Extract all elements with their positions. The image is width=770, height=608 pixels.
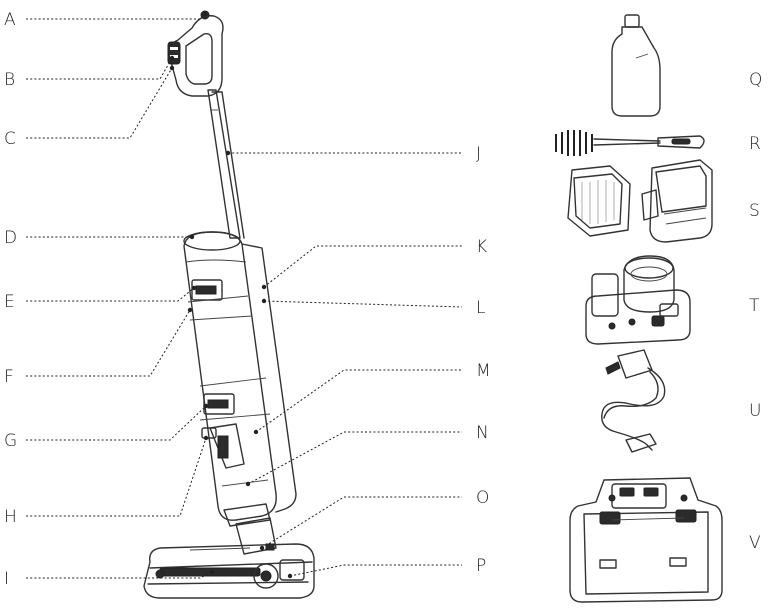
label-g: G <box>4 431 17 451</box>
cleaning-solution-bottle <box>612 15 660 116</box>
vacuum-mop-unit <box>144 11 314 598</box>
label-p: P <box>476 556 486 576</box>
label-r: R <box>749 134 761 154</box>
cleaning-brush <box>556 130 704 156</box>
main-body <box>184 232 296 526</box>
label-f: F <box>4 367 14 387</box>
label-i: I <box>4 569 9 589</box>
label-m: M <box>476 361 491 381</box>
label-o: O <box>476 488 489 508</box>
power-adapter <box>602 350 665 452</box>
label-h: H <box>4 507 17 527</box>
label-s: S <box>749 201 760 221</box>
label-c: C <box>4 129 16 149</box>
leader-lines <box>26 12 462 578</box>
floor-head <box>144 518 314 598</box>
label-l: L <box>476 298 485 318</box>
label-k: K <box>476 237 487 257</box>
mop-tray <box>570 478 722 602</box>
filter-set <box>568 160 712 242</box>
label-v: V <box>749 533 761 553</box>
label-e: E <box>4 292 15 312</box>
label-t: T <box>749 296 760 316</box>
pole <box>208 90 244 238</box>
label-n: N <box>476 423 489 443</box>
label-j: J <box>476 144 481 164</box>
handle <box>168 11 223 96</box>
label-b: B <box>4 70 15 90</box>
label-a: A <box>4 10 16 30</box>
label-d: D <box>4 228 17 248</box>
part-labels: A B C D E F G H I J K L M N O P Q R S T … <box>4 10 762 589</box>
charging-base <box>586 256 690 344</box>
label-q: Q <box>749 70 762 90</box>
label-u: U <box>749 401 761 421</box>
